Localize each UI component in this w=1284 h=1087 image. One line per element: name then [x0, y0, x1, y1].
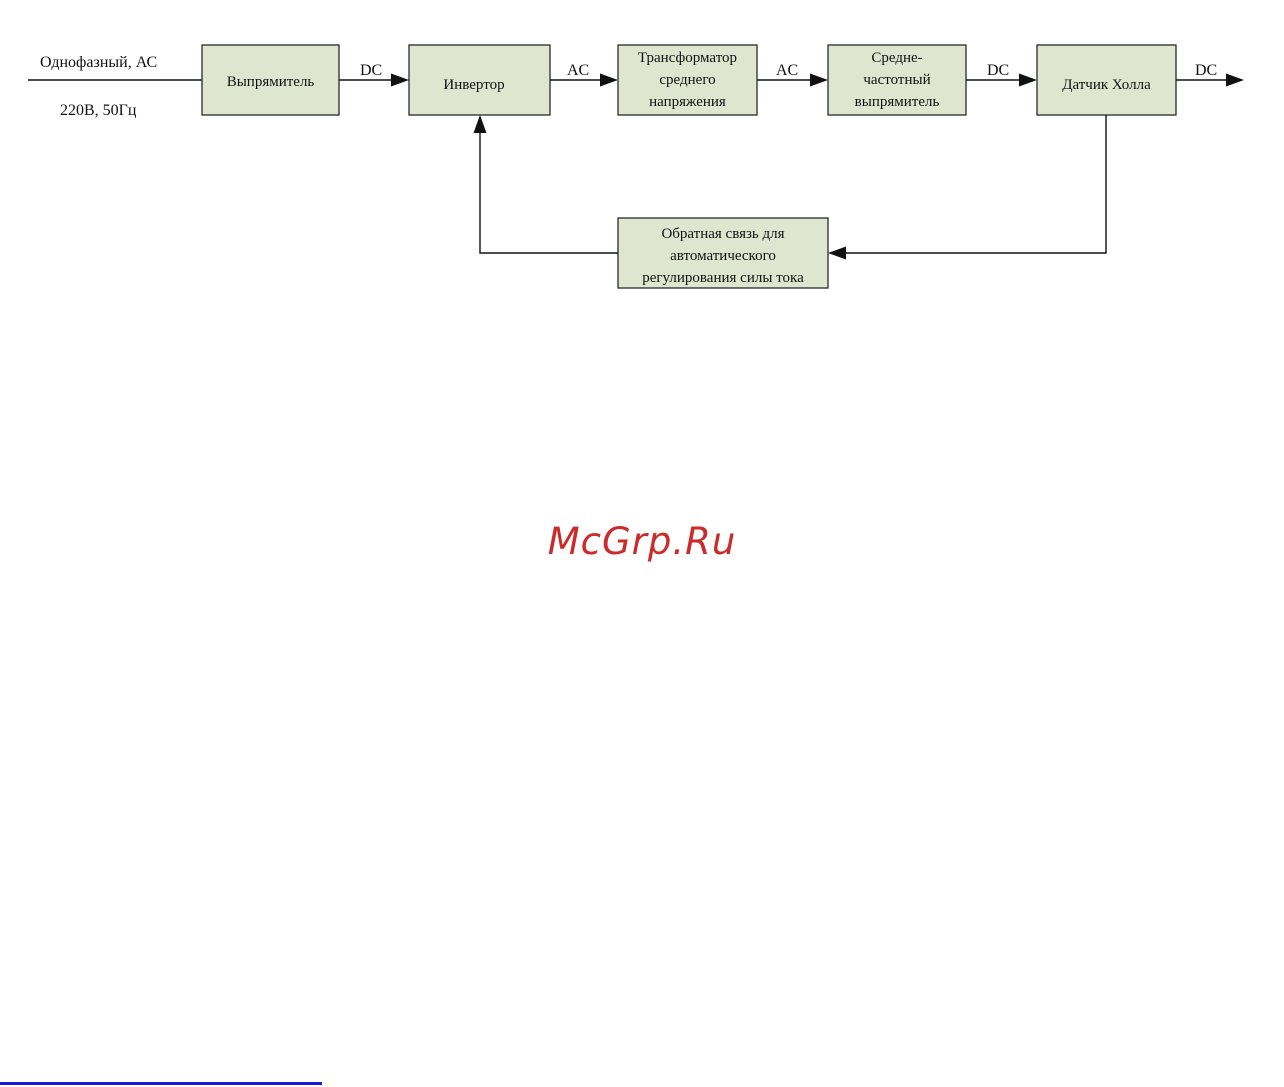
bottom-divider-line	[0, 1082, 322, 1085]
hall-sensor-block: Датчик Холла	[1037, 45, 1176, 115]
rectifier-block: Выпрямитель	[202, 45, 339, 115]
arrowhead-feedback-inverter	[474, 115, 487, 133]
inverter-label: Инвертор	[443, 77, 504, 93]
arrowhead-mfrectifier-hall	[1019, 74, 1037, 87]
mf-rectifier-label-line-2: частотный	[863, 72, 930, 88]
mf-rectifier-label-line-3: выпрямитель	[855, 94, 940, 110]
signal-label-ac-1: AC	[567, 62, 589, 79]
feedback-label-line-1: Обратная связь для	[661, 226, 784, 242]
block-diagram: Однофазный, АС 220В, 50Гц Выпрямитель DC…	[0, 0, 1284, 320]
signal-label-dc-3: DC	[1195, 62, 1217, 79]
signal-label-dc-2: DC	[987, 62, 1009, 79]
arrowhead-hall-feedback	[828, 247, 846, 260]
feedback-label-line-2: автоматического	[670, 248, 776, 264]
arrowhead-transformer-mfrectifier	[810, 74, 828, 87]
watermark-logo-text: McGrp.Ru	[0, 520, 1284, 563]
inverter-block: Инвертор	[409, 45, 550, 115]
arrowhead-inverter-transformer	[600, 74, 618, 87]
feedback-block: Обратная связь для автоматического регул…	[618, 218, 828, 288]
transformer-block: Трансформатор среднего напряжения	[618, 45, 757, 115]
hall-sensor-label: Датчик Холла	[1062, 77, 1151, 93]
transformer-label-line-1: Трансформатор	[638, 50, 737, 66]
arrowhead-output	[1226, 74, 1244, 87]
transformer-label-line-3: напряжения	[649, 94, 726, 110]
signal-label-ac-2: AC	[776, 62, 798, 79]
connector-hall-feedback	[846, 115, 1106, 253]
rectifier-label: Выпрямитель	[227, 74, 315, 90]
input-label-phase: Однофазный, АС	[40, 54, 157, 71]
connector-feedback-inverter	[480, 133, 618, 253]
transformer-label-line-2: среднего	[659, 72, 715, 88]
mf-rectifier-block: Средне- частотный выпрямитель	[828, 45, 966, 115]
mf-rectifier-label-line-1: Средне-	[871, 50, 922, 66]
feedback-label-line-3: регулирования силы тока	[642, 270, 804, 286]
input-label-voltage: 220В, 50Гц	[60, 102, 137, 119]
signal-label-dc-1: DC	[360, 62, 382, 79]
arrowhead-rectifier-inverter	[391, 74, 409, 87]
